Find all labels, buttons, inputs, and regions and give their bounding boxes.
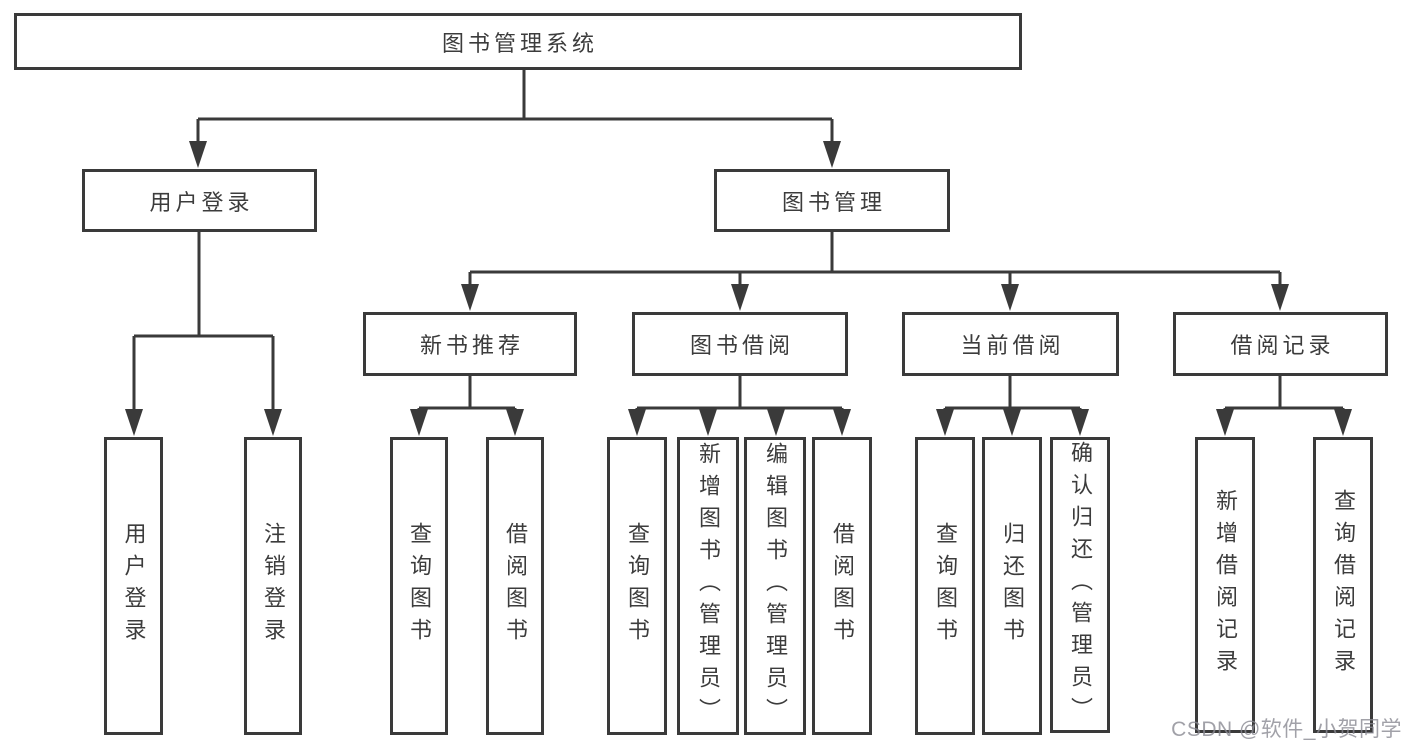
node-label: 新增借阅记录 (1213, 489, 1238, 681)
csdn-watermark: CSDN @软件_小贺同学 (1171, 718, 1402, 741)
node-label: 图书管理系统 (441, 30, 598, 56)
node-label: 新书推荐 (419, 333, 524, 358)
leaf-user-login: 用户登录 (104, 437, 163, 735)
leaf-add-borrow-record: 新增借阅记录 (1195, 437, 1255, 733)
node-label: 查询借阅记录 (1331, 489, 1356, 681)
leaf-add-book-admin: 新增图书（管理员） (677, 437, 739, 735)
node-label: 用户登录 (121, 522, 147, 650)
node-book-borrow: 图书借阅 (632, 312, 848, 376)
node-label: 新增图书（管理员） (696, 442, 721, 730)
leaf-logout: 注销登录 (244, 437, 302, 735)
node-label: 借阅记录 (1230, 333, 1335, 358)
leaf-borrow-books-recommend: 借阅图书 (486, 437, 544, 735)
node-label: 借阅图书 (830, 522, 855, 650)
leaf-query-books-recommend: 查询图书 (390, 437, 448, 735)
leaf-query-borrow-record: 查询借阅记录 (1313, 437, 1373, 733)
leaf-query-books-borrow: 查询图书 (607, 437, 667, 735)
node-book-management: 图书管理 (714, 169, 950, 232)
node-user-login: 用户登录 (82, 169, 317, 232)
node-label: 确认归还（管理员） (1068, 441, 1093, 729)
node-label: 图书管理 (781, 189, 886, 215)
node-label: 图书借阅 (689, 333, 794, 358)
node-label: 归还图书 (1000, 522, 1025, 650)
leaf-borrow-books: 借阅图书 (812, 437, 872, 735)
node-root: 图书管理系统 (14, 13, 1022, 70)
node-label: 借阅图书 (503, 522, 528, 650)
node-label: 查询图书 (625, 522, 650, 650)
node-label: 编辑图书（管理员） (763, 442, 788, 730)
node-current-borrow: 当前借阅 (902, 312, 1119, 376)
arrowheads (125, 141, 1352, 436)
node-label: 查询图书 (933, 522, 958, 650)
leaf-confirm-return-admin: 确认归还（管理员） (1050, 437, 1110, 733)
leaf-edit-book-admin: 编辑图书（管理员） (744, 437, 806, 735)
leaf-query-books-current: 查询图书 (915, 437, 975, 735)
node-new-book-recommend: 新书推荐 (363, 312, 577, 376)
node-label: 当前借阅 (960, 333, 1065, 358)
leaf-return-book: 归还图书 (982, 437, 1042, 735)
node-label: 注销登录 (261, 522, 286, 650)
node-borrow-records: 借阅记录 (1173, 312, 1388, 376)
node-label: 查询图书 (407, 522, 432, 650)
node-label: 用户登录 (149, 189, 254, 215)
